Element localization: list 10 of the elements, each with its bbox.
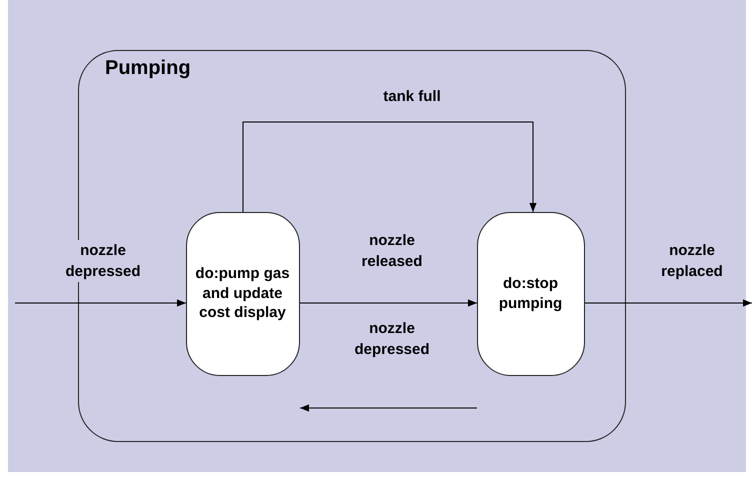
transition-arrow <box>242 122 537 212</box>
state-label: do:stop pumping <box>498 274 564 313</box>
state-box <box>476 212 584 376</box>
transition-arrow <box>584 299 752 307</box>
transition-arrow <box>14 299 186 307</box>
state-box <box>186 212 300 376</box>
transition-arrow <box>300 299 478 307</box>
transition-arrow <box>300 404 478 412</box>
state-title: Pumping <box>105 57 191 80</box>
state-label: do:pump gas and update cost display <box>194 264 291 323</box>
